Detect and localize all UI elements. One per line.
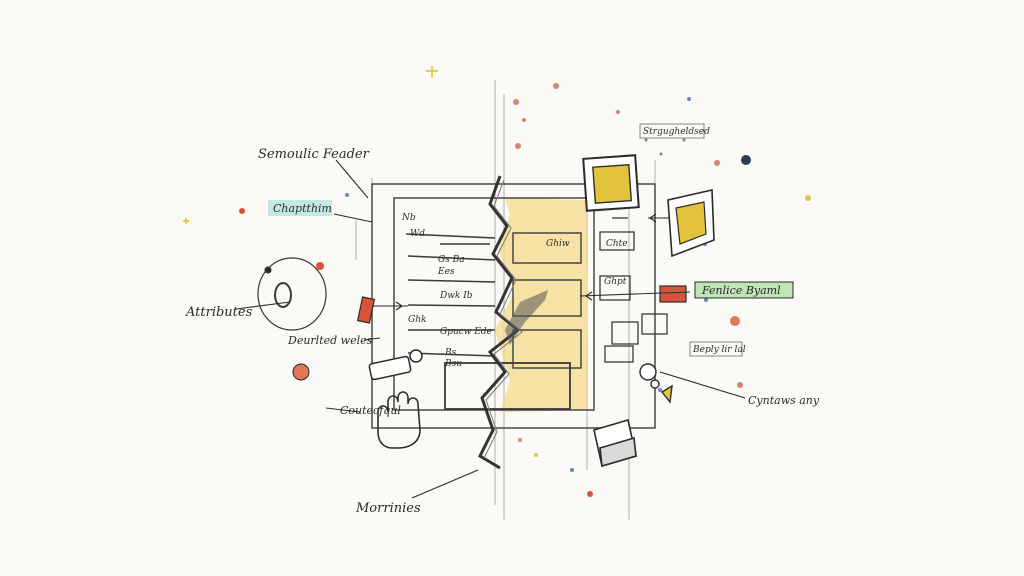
demand-notes-label: Deurlted weles [287,334,373,347]
ink-scribble [505,290,548,345]
morrinies-label: Morrinies [355,501,421,516]
svg-text:Ghpt: Ghpt [604,277,627,287]
svg-text:Strgugheldsed: Strgugheldsed [643,127,710,137]
pencil-icon [368,349,423,381]
svg-text:Wd: Wd [410,229,425,239]
right-widgets [599,217,668,363]
svg-text:Gpucw Ede: Gpucw Ede [440,327,492,337]
svg-text:Gs Ba: Gs Ba [438,255,465,265]
right-note-box: Beply lir lal [689,341,746,357]
marker-icon [356,296,376,324]
document-row-text: Nb Wd Gs Ba Ees Dwk Ib Ghk Gpucw Ede Bs … [401,213,628,369]
caption-label: Coutecfqul [340,404,401,417]
svg-text:Ees: Ees [437,267,455,277]
svg-text:Fenlice Byaml: Fenlice Byaml [701,284,781,297]
svg-text:Beply lir lal: Beply lir lal [692,345,746,355]
contents-label: Cyntaws any [748,394,820,407]
highlight-region [495,198,588,412]
leader-lines [235,159,746,499]
feature-layout-tag: Fenlice Byaml [694,281,794,299]
sticky-note-icon [582,154,640,212]
sparkle-icon [183,66,438,224]
svg-text:Bsu: Bsu [444,359,462,369]
semantic-feeder-label: Semoulic Feader [258,147,370,162]
cursor-icon [639,363,673,404]
chapthium-tag: Chaptthim [268,200,332,216]
svg-text:Chte: Chte [606,239,628,249]
svg-text:Bs: Bs [444,348,457,358]
orange-dot [292,363,310,381]
svg-text:Dwk Ib: Dwk Ib [439,291,473,301]
svg-text:Ghiw: Ghiw [546,239,570,249]
svg-text:Ghk: Ghk [408,315,426,325]
eraser-icon [659,285,687,303]
hand-icon [377,391,421,449]
svg-text:Nb: Nb [401,213,416,223]
document-frame [371,183,656,429]
svg-text:Chaptthim: Chaptthim [273,202,332,215]
top-right-note: Strgugheldsed [639,123,710,139]
tilted-card-icon [667,189,715,258]
dial-icon [257,257,327,331]
book-icon [593,418,637,468]
annotations: Semoulic Feader Attributes Deurlted wele… [185,147,820,516]
paint-splatter [239,83,811,497]
attributes-label: Attributes [185,305,253,320]
